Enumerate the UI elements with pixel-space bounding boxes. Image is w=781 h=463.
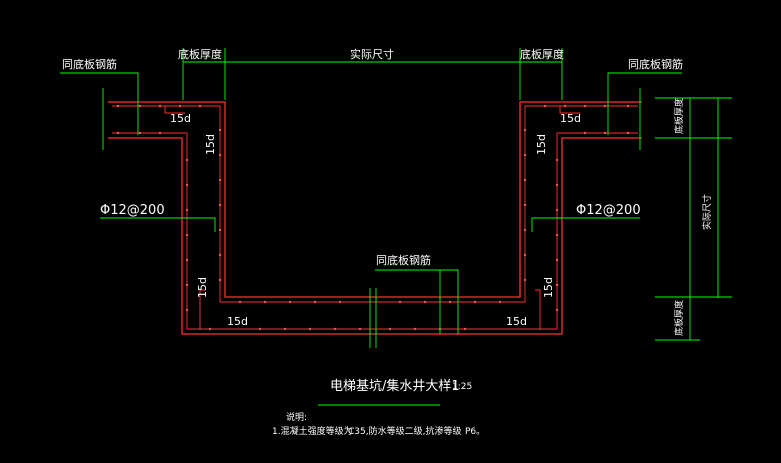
label-rebar-left: Φ12@200 [100,203,165,218]
label-anchor-bottom-left-v: 15d [196,277,209,298]
label-slab-thickness-right: 底板厚度 [520,47,564,61]
label-anchor-bottom-right-v: 15d [542,277,555,298]
concrete-outer-outline [108,101,642,298]
label-same-as-slab-left: 同底板钢筋 [62,57,117,71]
label-dim-slab-bottom: 底板厚度 [673,300,685,336]
label-anchor-top-left-v: 15d [204,134,217,155]
notes-line1-b: C35,防水等级二级,抗渗等级 [348,425,461,437]
label-same-as-slab-right: 同底板钢筋 [628,57,683,71]
notes-line1-c: P6。 [465,427,485,437]
label-same-as-slab-bottom: 同底板钢筋 [376,253,431,267]
rebar-dots [116,104,630,331]
concrete-inner-outline [108,137,642,335]
label-anchor-bottom-right-h: 15d [506,315,527,328]
drawing-title: 电梯基坑/集水井大样1 [330,378,460,394]
label-anchor-top-right-v: 15d [535,134,548,155]
label-anchor-top-right: 15d [560,112,581,125]
label-dim-slab-top: 底板厚度 [673,98,685,134]
concrete-section [108,101,642,335]
label-actual-size: 实际尺寸 [350,47,394,61]
notes-line1-a: 1.混凝土强度等级为 [272,425,353,437]
label-anchor-top-left: 15d [170,112,191,125]
leader-lines [60,48,732,406]
rebar-hooks [164,106,580,330]
label-rebar-right: Φ12@200 [576,203,641,218]
rebar-outer [112,105,638,303]
label-dim-actual-depth: 实际尺寸 [701,194,713,230]
label-anchor-bottom-left-h: 15d [227,315,248,328]
label-slab-thickness-left: 底板厚度 [178,47,222,61]
drawing-scale: 1:25 [452,382,472,392]
rebar-inner [112,132,638,330]
notes-heading: 说明: [286,411,307,423]
